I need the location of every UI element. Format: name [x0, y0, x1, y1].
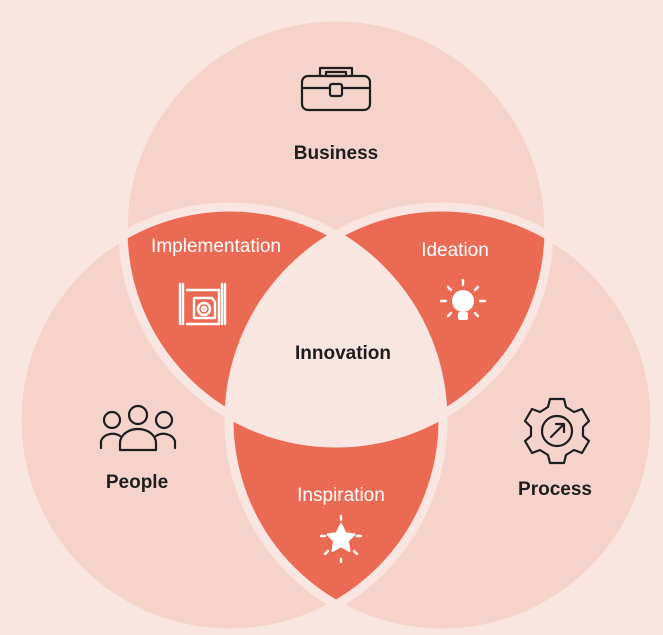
people-group-icon	[99, 404, 177, 452]
blueprint-gear-icon	[178, 282, 227, 326]
separator-rings	[12, 12, 660, 635]
briefcase-icon	[300, 66, 372, 112]
business-label: Business	[294, 143, 378, 164]
lightbulb-icon	[439, 278, 487, 320]
innovation-label: Innovation	[295, 343, 391, 364]
process-label: Process	[518, 479, 592, 500]
gear-arrow-icon	[523, 397, 591, 465]
people-label: People	[106, 472, 168, 493]
inspiration-label: Inspiration	[297, 485, 385, 506]
sparkle-star-icon	[319, 514, 363, 564]
implementation-label: Implementation	[151, 236, 281, 257]
ideation-label: Ideation	[421, 240, 489, 261]
